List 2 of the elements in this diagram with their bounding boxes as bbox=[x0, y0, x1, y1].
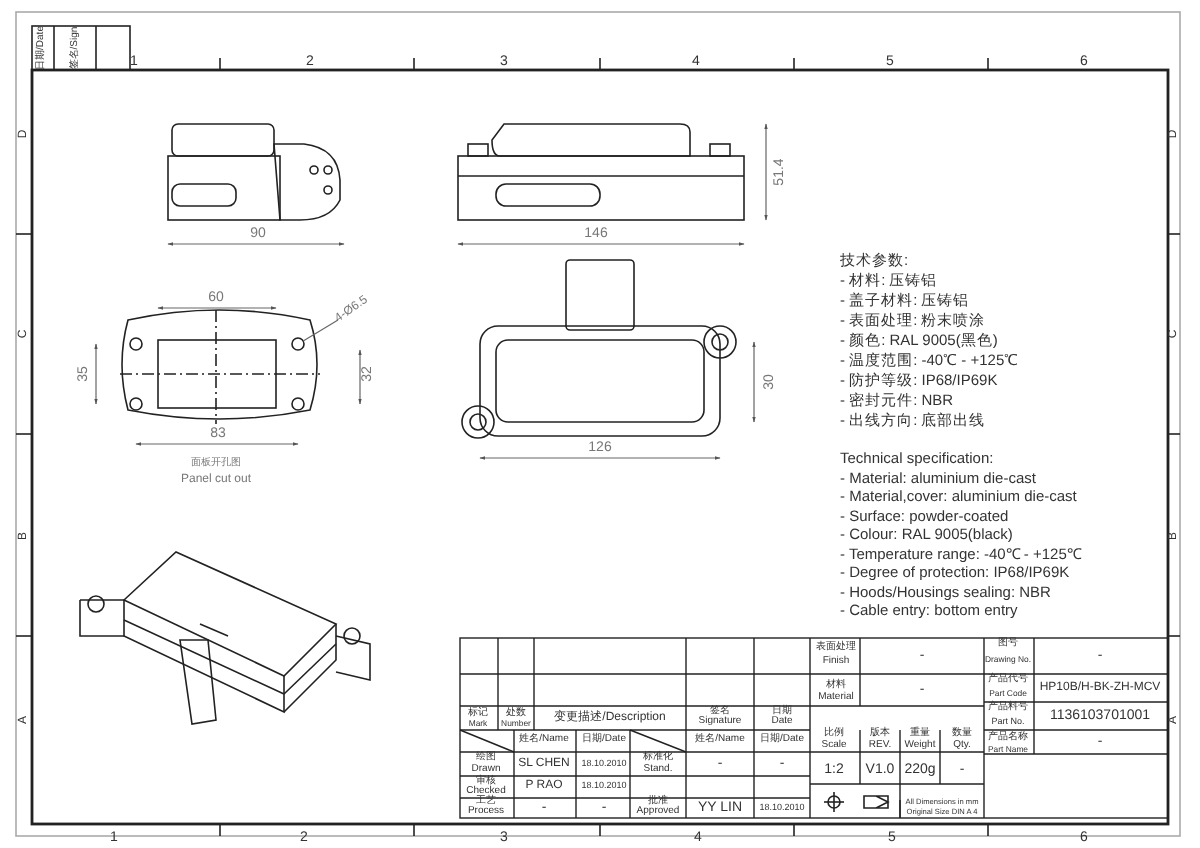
mounting-hole bbox=[291, 337, 305, 351]
leader-line bbox=[302, 319, 339, 342]
